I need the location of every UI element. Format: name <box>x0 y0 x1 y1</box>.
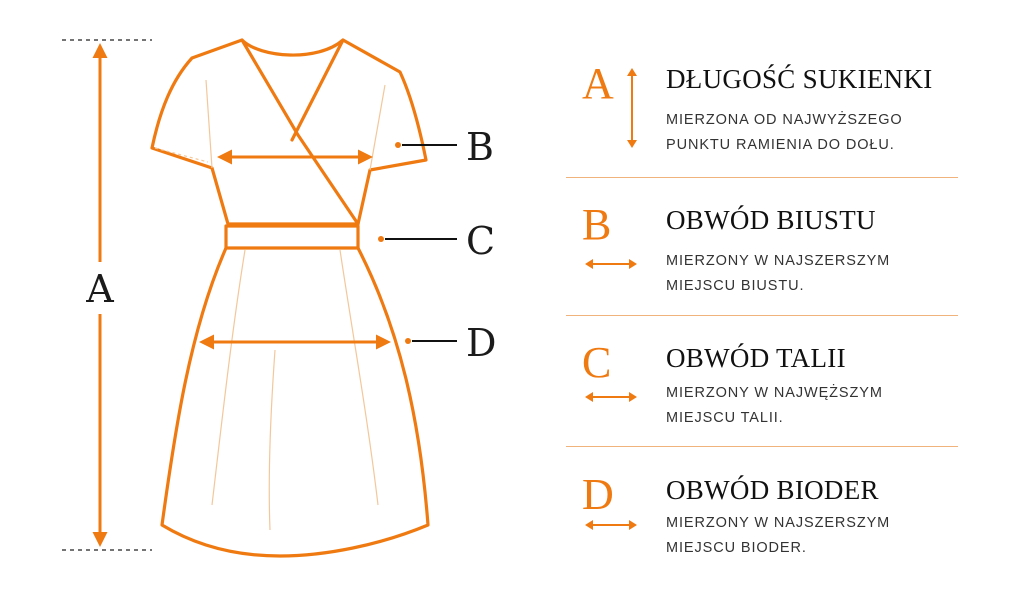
waistband <box>224 224 360 250</box>
section-title: OBWÓD BIODER <box>666 475 879 505</box>
section-description: MIERZONY W NAJSZERSZYM MIEJSCU BIUSTU. <box>666 253 891 294</box>
label-c: C <box>466 219 495 263</box>
section-title: OBWÓD BIUSTU <box>666 205 876 235</box>
section-divider <box>566 177 958 178</box>
label-a: A <box>85 267 114 311</box>
vertical-double-arrow-icon <box>627 68 637 148</box>
section-letter: B <box>582 200 612 249</box>
section-divider <box>566 315 958 316</box>
fabric-folds <box>154 79 386 531</box>
horizontal-double-arrow-icon <box>585 259 637 269</box>
dress-skirt <box>160 246 430 558</box>
section-bust: B OBWÓD BIUSTU MIERZONY W NAJSZERSZYM MI… <box>566 203 958 303</box>
section-divider <box>566 446 958 447</box>
dress-outline <box>150 38 430 558</box>
section-letter: D <box>582 470 614 519</box>
wrap-neckline <box>240 38 360 226</box>
section-title: DŁUGOŚĆ SUKIENKI <box>666 64 933 94</box>
leader-c <box>378 236 457 242</box>
horizontal-double-arrow-icon <box>585 520 637 530</box>
section-description: MIERZONY W NAJSZERSZYM MIEJSCU BIODER. <box>666 515 891 556</box>
section-title: OBWÓD TALII <box>666 343 846 373</box>
leader-b <box>395 142 457 148</box>
section-hips: D OBWÓD BIODER MIERZONY W NAJSZERSZYM MI… <box>566 473 958 573</box>
label-b: B <box>466 125 494 169</box>
section-letter: A <box>582 59 614 108</box>
dress-bodice <box>150 38 428 226</box>
wrap-neckline-right <box>290 38 345 142</box>
horizontal-double-arrow-icon <box>585 392 637 402</box>
label-d: D <box>466 321 496 365</box>
section-length: A DŁUGOŚĆ SUKIENKI MIERZONA OD NAJWYŻSZE… <box>566 62 958 162</box>
section-waist: C OBWÓD TALII MIERZONY W NAJWĘŻSZYM MIEJ… <box>566 341 958 441</box>
section-description: MIERZONY W NAJWĘŻSZYM MIEJSCU TALII. <box>666 385 883 426</box>
section-letter: C <box>582 338 612 387</box>
section-description: MIERZONA OD NAJWYŻSZEGO PUNKTU RAMIENIA … <box>666 112 903 153</box>
leader-d <box>405 338 457 344</box>
